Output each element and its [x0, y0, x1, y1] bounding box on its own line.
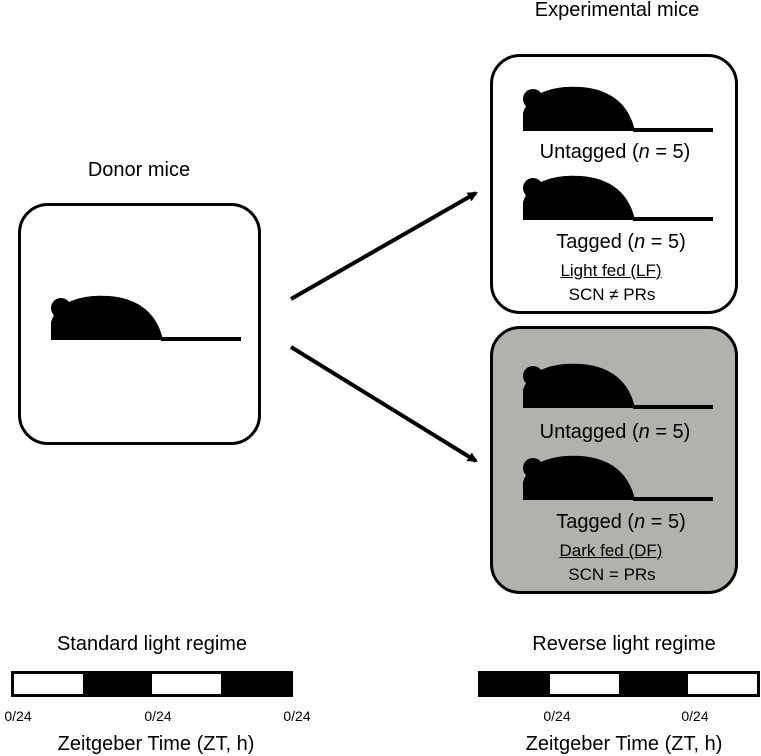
standard-regime-bar — [11, 671, 293, 697]
arrow-to-dark-fed — [289, 345, 478, 463]
reverse-segment-4 — [688, 674, 757, 694]
reverse-tick-1: 0/24 — [543, 708, 571, 724]
standard-segment-4 — [221, 674, 290, 694]
df-tagged-label: Tagged (n = 5) — [556, 511, 686, 533]
reverse-segment-2 — [550, 674, 619, 694]
lf-tagged-mouse-icon — [523, 175, 713, 221]
reverse-segment-1 — [481, 674, 550, 694]
lf-condition-label: SCN ≠ PRs — [568, 285, 656, 304]
standard-segment-1 — [14, 674, 83, 694]
donor-mice-title: Donor mice — [87, 159, 191, 181]
lf-untagged-mouse-icon — [523, 86, 713, 132]
lf-group-label: Light fed (LF) — [560, 261, 662, 280]
arrow-to-light-fed — [290, 191, 478, 301]
reverse-regime-title: Reverse light regime — [532, 633, 716, 655]
standard-segment-3 — [152, 674, 221, 694]
standard-axis-label: Zeitgeber Time (ZT, h) — [57, 733, 255, 755]
reverse-segment-3 — [619, 674, 688, 694]
donor-mouse-icon — [51, 295, 241, 341]
df-untagged-label: Untagged (n = 5) — [539, 421, 691, 443]
standard-regime-title: Standard light regime — [56, 633, 248, 655]
standard-tick-2: 0/24 — [144, 708, 172, 724]
df-condition-label: SCN = PRs — [568, 565, 656, 584]
reverse-axis-label: Zeitgeber Time (ZT, h) — [525, 733, 723, 755]
df-group-label: Dark fed (DF) — [559, 541, 663, 560]
standard-tick-1: 0/24 — [4, 708, 32, 724]
lf-tagged-label: Tagged (n = 5) — [556, 231, 686, 253]
experimental-mice-title: Experimental mice — [534, 0, 700, 21]
df-tagged-mouse-icon — [523, 455, 713, 501]
standard-tick-3: 0/24 — [283, 708, 311, 724]
standard-segment-2 — [83, 674, 152, 694]
df-untagged-mouse-icon — [523, 363, 713, 409]
reverse-tick-2: 0/24 — [681, 708, 709, 724]
lf-untagged-label: Untagged (n = 5) — [539, 141, 691, 163]
reverse-regime-bar — [478, 671, 760, 697]
